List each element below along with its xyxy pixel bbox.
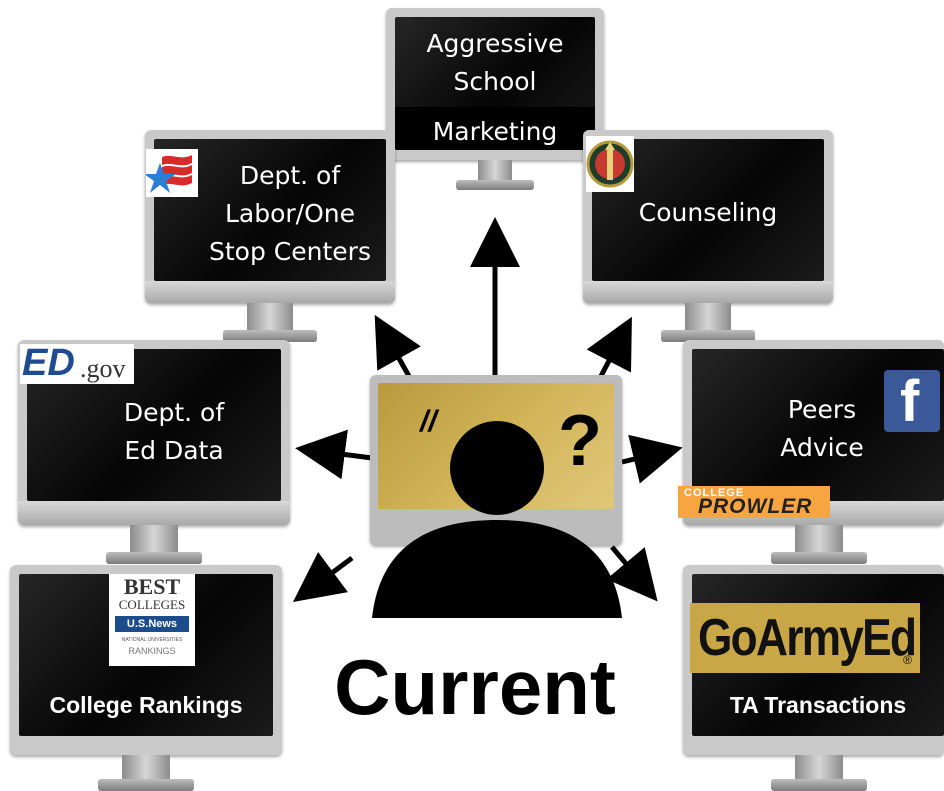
peers-line1: Peers [787,395,857,424]
goarmyed-logo: GoArmyEd ® [690,603,920,673]
army-education-seal [586,136,634,192]
ed-data-line2: Ed Data [124,436,224,465]
dol-logo [144,149,198,197]
goarmyed-text: GoArmyEd [698,609,917,667]
arrow-to-labor [374,314,421,380]
arrow-to-counseling [586,316,632,380]
monitor-marketing: Aggressive School Marketing [386,8,604,193]
marketing-line2: School [453,67,537,96]
rankings-line1: College Rankings [49,692,243,718]
arrow-to-ta [606,545,658,602]
center-question-mark: ? [558,401,602,481]
labor-line3: Stop Centers [209,237,371,266]
best-colleges-badge: BEST COLLEGES U.S.News NATIONAL UNIVERSI… [109,574,195,666]
seal-icon [586,140,634,188]
prowler-top: COLLEGE [684,487,745,499]
college-prowler-logo: COLLEGE PROWLER [678,486,830,518]
best-text: BEST [123,574,181,599]
colleges-text: COLLEGES [118,597,186,612]
prowler-main: PROWLER [698,495,813,518]
marketing-line1: Aggressive [426,29,564,58]
arrow-to-rankings [292,552,354,602]
edgov-ed: ED [22,342,75,384]
marketing-line3: Marketing [432,117,558,146]
monitor-center: // ? [370,375,622,550]
ed-data-line1: Dept. of [123,398,225,427]
ta-line1: TA Transactions [729,692,907,718]
edgov-gov: .gov [80,354,126,383]
goarmyed-mark: ® [903,653,912,667]
edgov-logo: ED .gov [20,342,134,384]
facebook-icon: f [900,369,920,434]
current-label: Current [334,643,616,731]
counseling-line1: Counseling [638,198,778,227]
usnews-text: U.S.News [126,618,178,630]
monitor-ta: TA Transactions [683,565,944,791]
arrow-to-ed-data [295,429,373,480]
monitor-ed-data: Dept. of Ed Data [18,340,290,570]
facebook-logo: f [884,370,940,432]
center-screen: // ? [378,383,614,509]
peers-line2: Advice [780,433,864,462]
arrow-to-peers [621,434,683,484]
dol-flag-icon [144,155,192,193]
labor-line1: Dept. of [239,161,341,190]
national-univ-text: NATIONAL UNIVERSITIES [121,637,183,643]
center-marks: // [420,405,437,438]
rankings-text: RANKINGS [128,646,176,656]
labor-line2: Labor/One [224,199,356,228]
